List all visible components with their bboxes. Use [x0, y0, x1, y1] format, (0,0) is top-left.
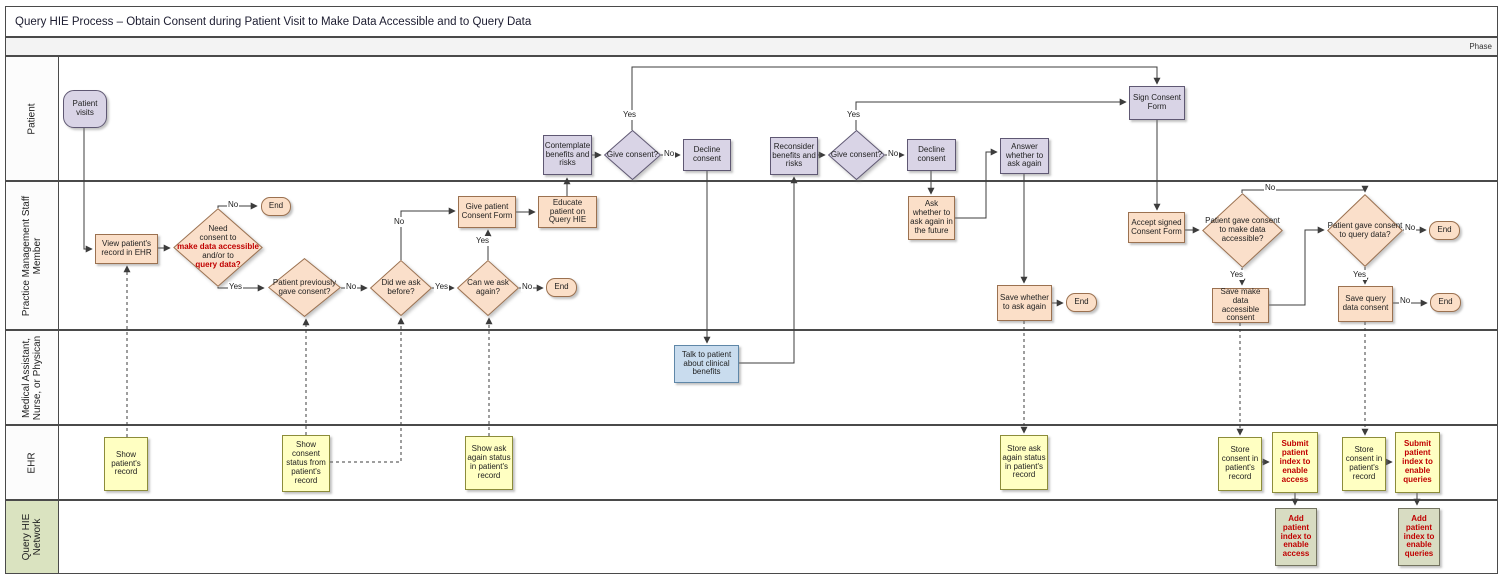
diagram-title: Query HIE Process – Obtain Consent durin…	[15, 15, 532, 28]
edge-label-yes: Yes	[846, 110, 862, 120]
edge-label-no: No	[887, 149, 900, 159]
flow-node-reconsider-benefits: Reconsider benefits and risks	[770, 137, 818, 175]
flow-node-accept-signed-form: Accept signed Consent Form	[1128, 212, 1185, 243]
flow-node-submit-index-queries: Submit patient index to enable queries	[1395, 432, 1440, 493]
lane-label-query-hie-network: Query HIE Network	[20, 513, 43, 561]
phase-bar: Phase	[5, 37, 1498, 56]
lane-label-cell-query-hie-network: Query HIE Network	[6, 501, 59, 573]
flow-node-save-whether: Save whether to ask again	[997, 285, 1052, 321]
edge-label-yes: Yes	[1352, 270, 1368, 280]
flow-node-add-index-queries: Add patient index to enable queries	[1398, 508, 1440, 566]
flow-node-submit-index-access: Submit patient index to enable access	[1272, 432, 1318, 493]
flow-node-contemplate-benefits: Contemplate benefits and risks	[543, 135, 592, 175]
diamond-shape	[1327, 194, 1403, 267]
flow-node-can-we-ask: Can we ask again?	[457, 260, 519, 316]
flow-node-give-consent-2: Give consent?	[828, 130, 885, 180]
edge-label-no: No	[1264, 183, 1277, 193]
edge-label-no: No	[393, 217, 406, 227]
diamond-shape	[828, 130, 885, 180]
diamond-shape	[173, 208, 263, 287]
flow-node-end-1: End	[261, 197, 291, 216]
flow-node-need-consent: Need consent to make data accessible and…	[173, 208, 263, 287]
flow-node-add-index-access: Add patient index to enable access	[1275, 508, 1317, 566]
diamond-shape	[1202, 193, 1283, 268]
edge-label-no: No	[227, 200, 240, 210]
diamond-shape	[370, 260, 432, 316]
flow-node-save-access-consent: Save make data accessible consent	[1212, 287, 1269, 323]
flow-node-store-consent-2: Store consent in patient's record	[1342, 437, 1386, 491]
edge-label-no: No	[1404, 223, 1417, 233]
edge-label-no: No	[521, 282, 534, 292]
flow-node-store-consent-1: Store consent in patient's record	[1218, 437, 1262, 491]
edge-label-no: No	[1399, 296, 1412, 306]
lane-query-hie-network: Query HIE Network	[5, 500, 1498, 574]
flow-node-save-query-consent: Save query data consent	[1338, 286, 1393, 322]
flow-node-end-5: End	[1430, 293, 1461, 312]
edge-label-yes: Yes	[228, 282, 244, 292]
lane-medical-assistant: Medical Assistant, Nurse, or Physican	[5, 330, 1498, 425]
flow-node-end-3: End	[1066, 293, 1097, 312]
flow-node-gave-consent-query: Patient gave consent to query data?	[1327, 194, 1403, 267]
diagram-title-bar: Query HIE Process – Obtain Consent durin…	[5, 6, 1498, 37]
flow-node-decline-consent-1: Decline consent	[683, 139, 731, 171]
lane-label-ehr: EHR	[26, 451, 38, 474]
diamond-shape	[604, 130, 661, 180]
lane-patient: Patient	[5, 56, 1498, 181]
lane-label-cell-practice-management: Practice Management Staff Member	[6, 182, 59, 329]
flow-node-show-record: Show patient's record	[104, 437, 148, 491]
edge-label-no: No	[663, 149, 676, 159]
lane-label-cell-patient: Patient	[6, 57, 59, 180]
edge-label-yes: Yes	[434, 282, 450, 292]
diamond-shape	[268, 258, 341, 317]
flow-node-end-2: End	[546, 278, 577, 297]
lane-label-cell-ehr: EHR	[6, 426, 59, 499]
flow-node-educate-patient: Educate patient on Query HIE	[538, 196, 597, 228]
diamond-shape	[457, 260, 519, 316]
flow-node-did-we-ask: Did we ask before?	[370, 260, 432, 316]
flow-node-sign-consent-form: Sign Consent Form	[1129, 86, 1185, 120]
flow-node-show-consent-status: Show consent status from patient's recor…	[282, 435, 330, 492]
flow-node-give-consent-form: Give patient Consent Form	[458, 196, 516, 228]
edge-label-yes: Yes	[475, 236, 491, 246]
lane-label-cell-medical-assistant: Medical Assistant, Nurse, or Physican	[6, 331, 59, 424]
edge-label-yes: Yes	[622, 110, 638, 120]
flow-node-gave-consent-access: Patient gave consent to make data access…	[1202, 193, 1283, 268]
lane-label-patient: Patient	[26, 102, 38, 135]
lane-label-practice-management: Practice Management Staff Member	[20, 195, 43, 316]
phase-label: Phase	[1469, 42, 1492, 51]
flow-node-patient-visits: Patient visits	[63, 90, 107, 128]
lane-label-medical-assistant: Medical Assistant, Nurse, or Physican	[20, 335, 43, 420]
flow-node-end-4: End	[1429, 221, 1460, 240]
edge-label-no: No	[345, 282, 358, 292]
flow-node-give-consent-1: Give consent?	[604, 130, 661, 180]
flow-node-ask-whether-future: Ask whether to ask again in the future	[908, 196, 955, 240]
flow-node-show-ask-again: Show ask again status in patient's recor…	[465, 436, 513, 490]
edge-label-yes: Yes	[1229, 270, 1245, 280]
flow-node-view-record: View patient's record in EHR	[95, 234, 158, 264]
flow-node-answer-whether: Answer whether to ask again	[1000, 138, 1049, 174]
flow-node-store-ask-again: Store ask again status in patient's reco…	[1000, 435, 1048, 490]
flow-node-decline-consent-2: Decline consent	[907, 139, 956, 171]
flow-node-talk-to-patient: Talk to patient about clinical benefits	[674, 345, 739, 383]
flow-node-previously-gave-consent: Patient previously gave consent?	[268, 258, 341, 317]
